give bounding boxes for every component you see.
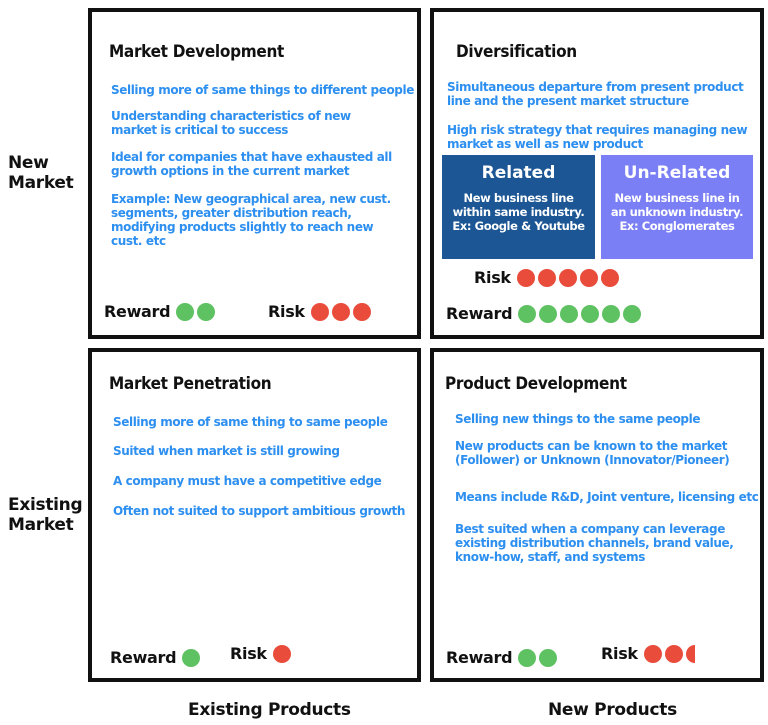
quadrant-product-development: Product Development Selling new things t… (430, 348, 764, 682)
risk-label: Risk (230, 644, 267, 663)
related-box: Related New business line within same in… (442, 155, 595, 259)
reward-rating: Reward (104, 302, 218, 321)
reward-rating: Reward (446, 304, 644, 323)
reward-label: Reward (104, 302, 171, 321)
risk-label: Risk (474, 268, 511, 287)
quadrant-diversification: Diversification Simultaneous departure f… (430, 8, 764, 339)
bullet-point: Selling new things to the same people (455, 412, 701, 426)
bullet-point: Often not suited to support ambitious gr… (113, 504, 406, 518)
reward-label: Reward (110, 648, 177, 667)
reward-dot-icon (518, 304, 537, 323)
quadrant-title: Market Development (109, 42, 285, 62)
reward-rating: Reward (446, 648, 560, 667)
reward-dot-icon (602, 304, 621, 323)
quadrant-title: Product Development (445, 374, 627, 394)
reward-dot-icon (623, 304, 642, 323)
bullet-point: New products can be known to the market … (455, 439, 730, 467)
risk-dot-icon (310, 302, 329, 321)
reward-dot-icon (539, 648, 558, 667)
reward-rating: Reward (110, 648, 203, 667)
reward-dot-icon (539, 304, 558, 323)
axis-label-line: Existing (8, 495, 83, 515)
risk-dot-icon (272, 644, 291, 663)
risk-dot-icon (516, 268, 535, 287)
reward-dot-icon (197, 302, 216, 321)
reward-dot-icon (518, 648, 537, 667)
unrelated-box: Un-Related New business line in an unkno… (601, 155, 753, 259)
risk-dot-icon (600, 268, 619, 287)
reward-dot-icon (176, 302, 195, 321)
risk-half-dot-icon (685, 644, 695, 663)
risk-rating: Risk (268, 302, 374, 321)
risk-dot-icon (352, 302, 371, 321)
risk-dot-icon (579, 268, 598, 287)
description-line: Ex: Conglomerates (619, 219, 735, 233)
reward-label: Reward (446, 304, 513, 323)
related-description: New business line within same industry. … (442, 191, 595, 233)
risk-rating: Risk (230, 644, 294, 663)
risk-dot-icon (664, 644, 683, 663)
risk-label: Risk (601, 644, 638, 663)
bullet-point: Means include R&D, Joint venture, licens… (455, 490, 759, 504)
risk-dot-icon (537, 268, 556, 287)
axis-label-new-products: New Products (548, 700, 677, 720)
axis-label-existing-market: Existing Market (8, 495, 83, 535)
bullet-point: Understanding characteristics of new mar… (111, 109, 351, 137)
bullet-point: Selling more of same things to different… (111, 83, 414, 97)
description-line: an unknown industry. (610, 205, 744, 219)
reward-dot-icon (182, 648, 201, 667)
axis-label-line: New (8, 153, 49, 173)
description-line: New business line (463, 191, 574, 205)
axis-label-line: Market (8, 515, 74, 535)
quadrant-title: Diversification (456, 42, 577, 62)
reward-dot-icon (581, 304, 600, 323)
risk-rating: Risk (474, 268, 622, 287)
axis-label-existing-products: Existing Products (188, 700, 351, 720)
quadrant-market-penetration: Market Penetration Selling more of same … (88, 348, 421, 682)
axis-label-new-market: New Market (8, 153, 74, 193)
bullet-point: Example: New geographical area, new cust… (111, 192, 391, 248)
risk-dot-icon (558, 268, 577, 287)
risk-dot-icon (331, 302, 350, 321)
risk-label: Risk (268, 302, 305, 321)
bullet-point: Ideal for companies that have exhausted … (111, 150, 392, 178)
reward-dot-icon (560, 304, 579, 323)
quadrant-market-development: Market Development Selling more of same … (88, 8, 421, 339)
unrelated-description: New business line in an unknown industry… (601, 191, 753, 233)
reward-label: Reward (446, 648, 513, 667)
description-line: New business line in (614, 191, 740, 205)
risk-dot-icon (643, 644, 662, 663)
axis-label-line: Market (8, 173, 74, 193)
risk-rating: Risk (601, 644, 698, 663)
description-line: Ex: Google & Youtube (452, 219, 585, 233)
description-line: within same industry. (452, 205, 585, 219)
bullet-point: Selling more of same thing to same peopl… (113, 415, 388, 429)
bullet-point: A company must have a competitive edge (113, 474, 382, 488)
bullet-point: High risk strategy that requires managin… (447, 123, 748, 151)
quadrant-title: Market Penetration (109, 374, 272, 394)
bullet-point: Suited when market is still growing (113, 444, 340, 458)
bullet-point: Best suited when a company can leverage … (455, 522, 734, 564)
bullet-point: Simultaneous departure from present prod… (447, 80, 744, 108)
unrelated-title: Un-Related (623, 163, 731, 183)
related-title: Related (481, 163, 556, 183)
